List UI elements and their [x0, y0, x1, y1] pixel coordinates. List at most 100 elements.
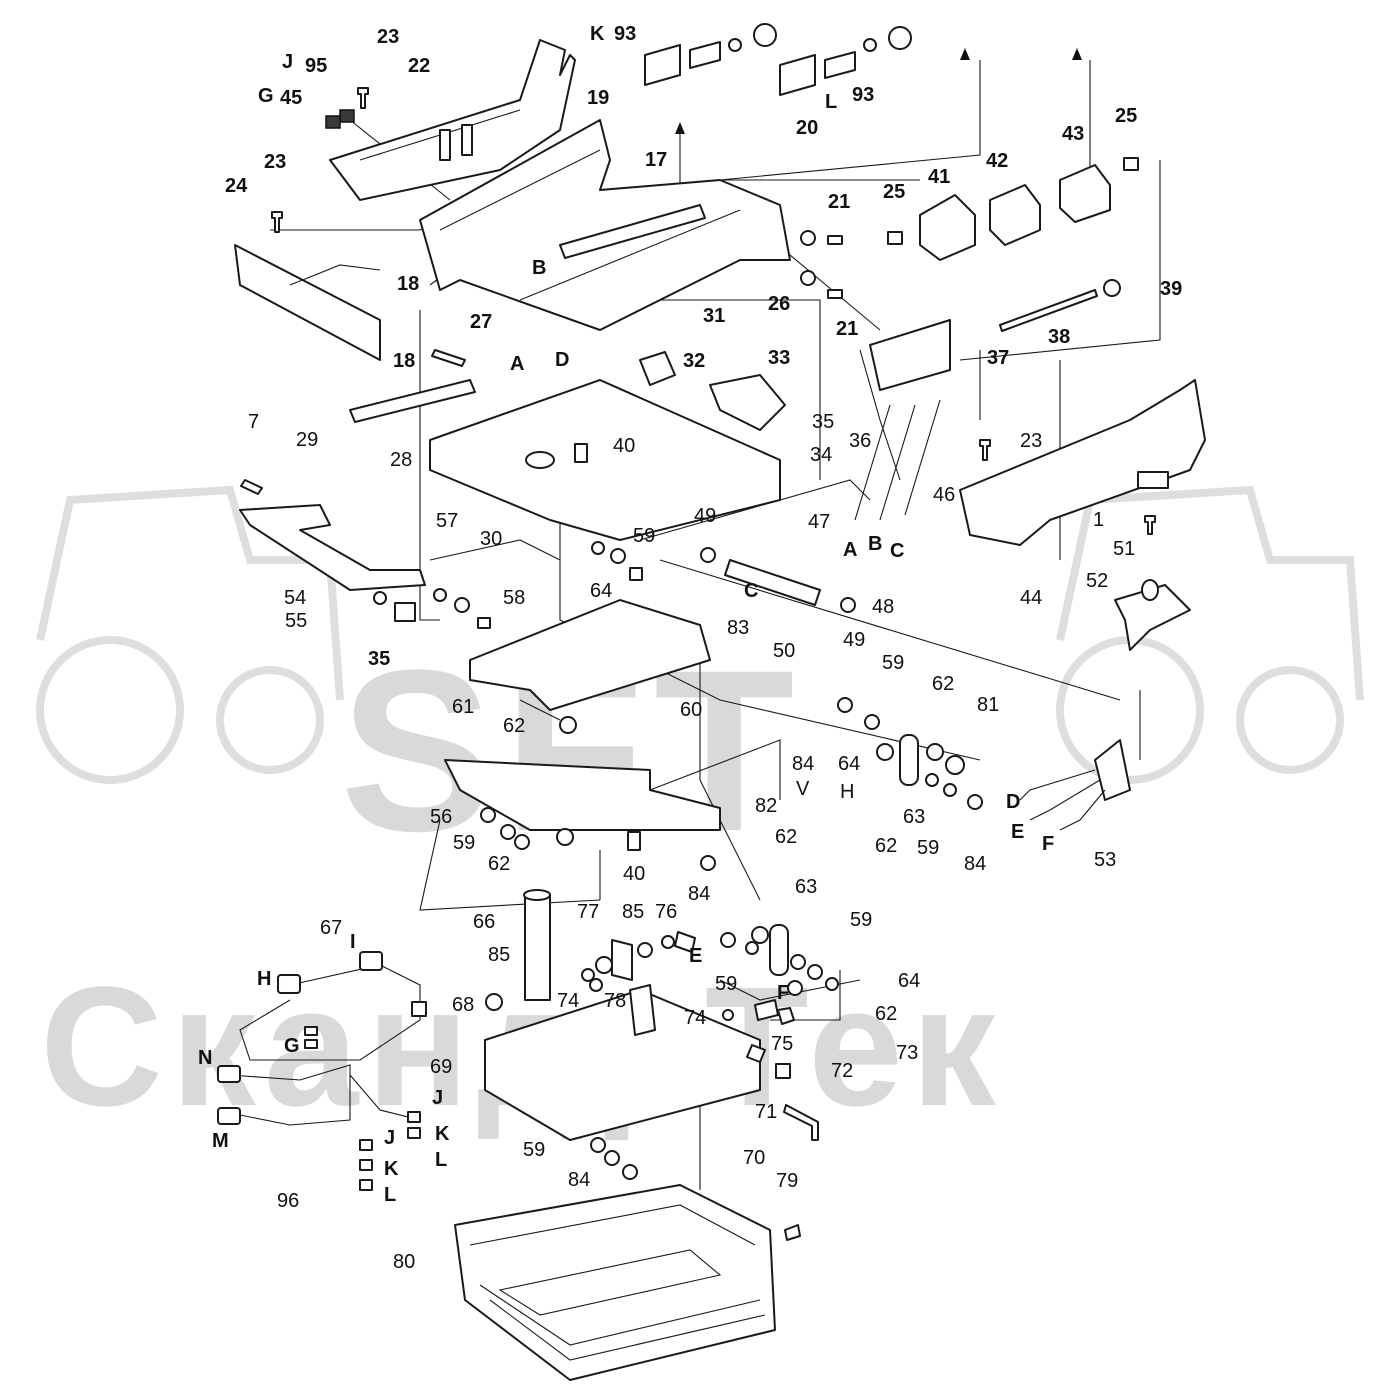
callout: 63 — [795, 876, 817, 898]
part-62-nut — [559, 716, 577, 734]
part-85-nut — [581, 968, 595, 982]
callout: 44 — [1020, 587, 1042, 609]
callout: 64 — [590, 580, 612, 602]
part-19-upper-frame — [419, 119, 791, 331]
callout: 74 — [684, 1007, 706, 1029]
callout: 28 — [390, 449, 412, 471]
arrow-up — [960, 48, 970, 60]
part-30-hole — [525, 451, 555, 469]
callout: 95 — [305, 55, 327, 77]
letter: E — [689, 945, 702, 967]
part-23-screw — [357, 87, 369, 109]
callout: 24 — [225, 175, 248, 197]
callout: 56 — [430, 806, 452, 828]
part-96-terminal — [407, 1127, 421, 1139]
callout: 62 — [775, 826, 797, 848]
callout: 53 — [1094, 849, 1116, 871]
callout: 58 — [503, 587, 525, 609]
part-59-washer — [864, 714, 880, 730]
callout: 72 — [831, 1060, 853, 1082]
part-59-washer — [590, 1137, 606, 1153]
callout: 80 — [393, 1251, 415, 1273]
letter: L — [825, 91, 837, 113]
callout: 59 — [917, 837, 939, 859]
callout: 7 — [248, 411, 259, 433]
letter: D — [555, 349, 569, 371]
part-35-bolt — [477, 617, 491, 629]
part-59-washer — [514, 834, 530, 850]
part-22-slot — [461, 124, 473, 156]
callout: 1 — [1093, 509, 1104, 531]
part-96-terminal — [359, 1139, 373, 1151]
part-34-plate — [709, 374, 786, 431]
watermark-tractor-right — [1056, 485, 1364, 784]
letter: H — [840, 781, 854, 803]
callout: 45 — [280, 87, 302, 109]
callout: 51 — [1113, 538, 1135, 560]
part-82-nut — [700, 855, 716, 871]
letter: K — [590, 23, 605, 45]
callout: 62 — [932, 673, 954, 695]
callout: 35 — [368, 648, 390, 670]
part-79-screw — [784, 1224, 801, 1241]
part-96-terminal — [407, 1111, 421, 1123]
callout: 33 — [768, 347, 790, 369]
arrow-up — [675, 122, 685, 134]
part-21-bolt — [827, 289, 843, 299]
callout: 39 — [1160, 278, 1182, 300]
part-50-damper — [724, 559, 821, 606]
part-63-link — [769, 924, 789, 976]
callout: 73 — [896, 1042, 918, 1064]
callout: 77 — [577, 901, 599, 923]
part-93-bracket — [824, 51, 856, 79]
callout: 38 — [1048, 326, 1070, 348]
part-25-cap — [1123, 157, 1139, 171]
part-29-lever — [239, 504, 426, 591]
part-40-bolt — [574, 443, 588, 463]
part-56-bolt — [480, 807, 496, 823]
letter: E — [1011, 821, 1024, 843]
part-72-clip — [775, 1063, 791, 1079]
callout: 59 — [523, 1139, 545, 1161]
part-76-spring — [674, 931, 696, 953]
part-93-plate — [644, 44, 681, 86]
callout: 84 — [688, 883, 710, 905]
callout: 26 — [768, 293, 790, 315]
part-59-washer — [591, 541, 605, 555]
part-93-knob — [753, 23, 777, 47]
callout: 84 — [568, 1169, 590, 1191]
part-66-column — [524, 894, 551, 1001]
part-60-scissor-frame — [469, 599, 711, 711]
part-59-washer — [943, 783, 957, 797]
part-59-washer — [745, 941, 759, 955]
callout: 84 — [964, 853, 986, 875]
part-62-nut — [610, 548, 626, 564]
callout: 21 — [828, 191, 850, 213]
part-30-base-frame — [429, 379, 781, 541]
part-39-nut — [1103, 279, 1121, 297]
part-59-washer — [500, 824, 516, 840]
callout: 84 — [792, 753, 814, 775]
callout: 40 — [623, 863, 645, 885]
callout: 55 — [285, 610, 307, 632]
callout-labels: 23 95 22 45 93 93 19 23 24 17 20 21 18 2… — [225, 23, 1182, 1273]
part-84-bolt — [720, 932, 736, 948]
part-55-block — [394, 602, 416, 622]
part-62-nut — [751, 926, 769, 944]
callout: 25 — [1115, 105, 1137, 127]
callout: 29 — [296, 429, 318, 451]
letter: K — [435, 1123, 450, 1145]
part-77-washer — [595, 956, 613, 974]
part-43-switch — [1059, 164, 1111, 223]
letter: B — [532, 257, 546, 279]
part-64-bolt — [629, 567, 643, 581]
part-20-washer — [800, 230, 816, 246]
part-25-cap — [887, 231, 903, 245]
parts — [217, 23, 1206, 1381]
part-96-connector-N — [217, 1065, 241, 1083]
letter: V — [796, 778, 810, 800]
callout: 82 — [755, 795, 777, 817]
part-54-nut — [373, 591, 387, 605]
callout: 64 — [898, 970, 920, 992]
callout: 46 — [933, 484, 955, 506]
